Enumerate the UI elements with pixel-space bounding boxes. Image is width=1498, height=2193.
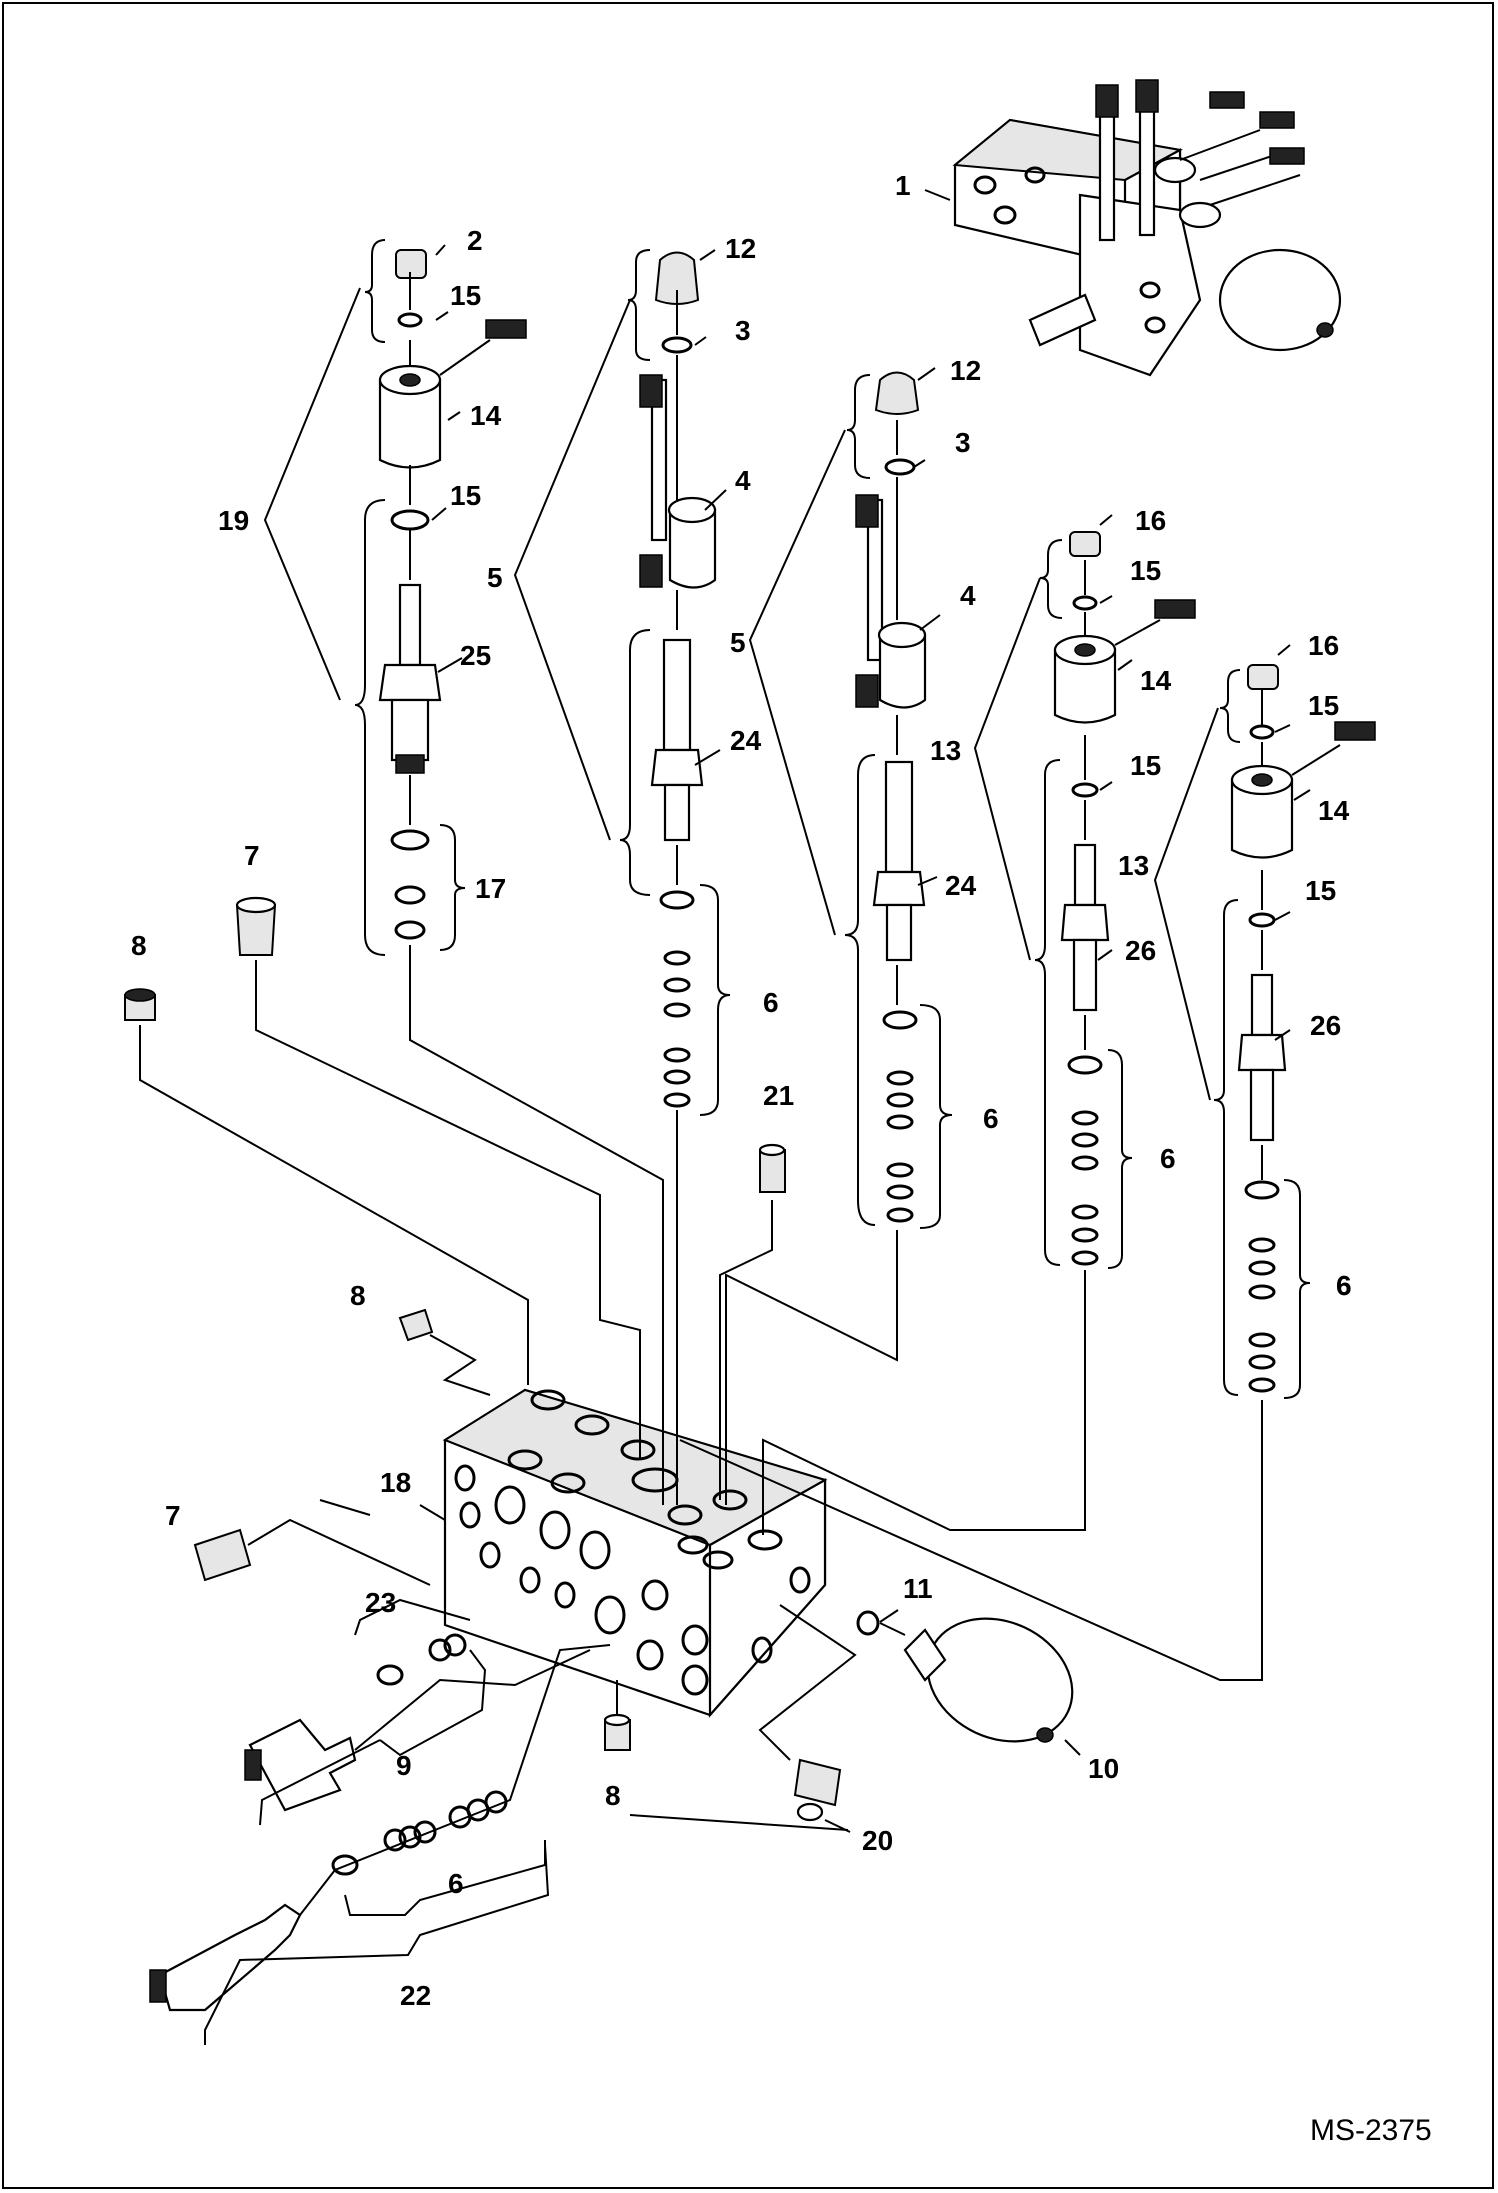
column-19-solenoid [378,249,527,940]
callout-7: 7 [244,840,260,871]
callout-6: 6 [1336,1270,1352,1301]
callout-16: 16 [1135,505,1166,536]
callout-14: 14 [1318,795,1350,826]
callout-15: 15 [1308,690,1339,721]
callout-6: 6 [448,1868,464,1899]
callout-2: 2 [467,225,483,256]
callout-3: 3 [955,427,971,458]
callout-5: 5 [487,562,503,593]
callout-6: 6 [1160,1143,1176,1174]
accumulator-10 [793,1610,1074,1822]
callout-14: 14 [470,400,502,431]
column-13-left [1053,531,1196,1266]
callout-15: 15 [1130,750,1161,781]
callout-15: 15 [1130,555,1161,586]
manifold-block-18 [442,1388,828,1718]
callout-10: 10 [1088,1753,1119,1784]
callout-3: 3 [735,315,751,346]
column-5-right [855,371,927,1223]
callout-12: 12 [725,233,756,264]
drawing-code: MS-2375 [1310,2114,1432,2147]
callout-22: 22 [400,1980,431,2011]
small-parts [124,896,786,1751]
callout-7: 7 [165,1500,181,1531]
callout-25: 25 [460,640,491,671]
callout-15: 15 [1305,875,1336,906]
callout-6: 6 [763,987,779,1018]
callout-6: 6 [983,1103,999,1134]
callout-8: 8 [350,1280,366,1311]
leader-lines [139,239,1311,2045]
callout-16: 16 [1308,630,1339,661]
callout-14: 14 [1140,665,1172,696]
callout-9: 9 [396,1750,412,1781]
callout-12: 12 [950,355,981,386]
valve-assembly-1 [924,79,1342,377]
callout-15: 15 [450,480,481,511]
callout-26: 26 [1310,1010,1341,1041]
column-13-right [1230,664,1376,1393]
callout-24: 24 [730,725,762,756]
port-holes [454,1389,811,1696]
callout-15: 15 [450,280,481,311]
callout-11: 11 [903,1573,933,1604]
callout-23: 23 [365,1587,396,1618]
callout-13: 13 [1118,850,1149,881]
callout-20: 20 [862,1825,893,1856]
callout-19: 19 [218,505,249,536]
callout-8: 8 [131,930,147,961]
callout-1: 1 [895,170,911,201]
callout-4: 4 [960,580,976,611]
cartridge-22 [149,1790,508,2012]
callout-8: 8 [605,1780,621,1811]
callout-17: 17 [475,873,506,904]
callout-21: 21 [763,1080,794,1111]
cartridge-9 [244,1633,467,1812]
callout-18: 18 [380,1467,411,1498]
callout-13: 13 [930,735,961,766]
callout-4: 4 [735,465,751,496]
callout-labels: 1 2 15 12 3 14 19 15 4 5 12 3 25 5 4 24 … [131,170,1432,2147]
callout-24: 24 [945,870,977,901]
callout-6: 6 [1336,1270,1352,1301]
callout-5: 5 [730,627,746,658]
callout-26: 26 [1125,935,1156,966]
column-5-left [639,251,717,1108]
